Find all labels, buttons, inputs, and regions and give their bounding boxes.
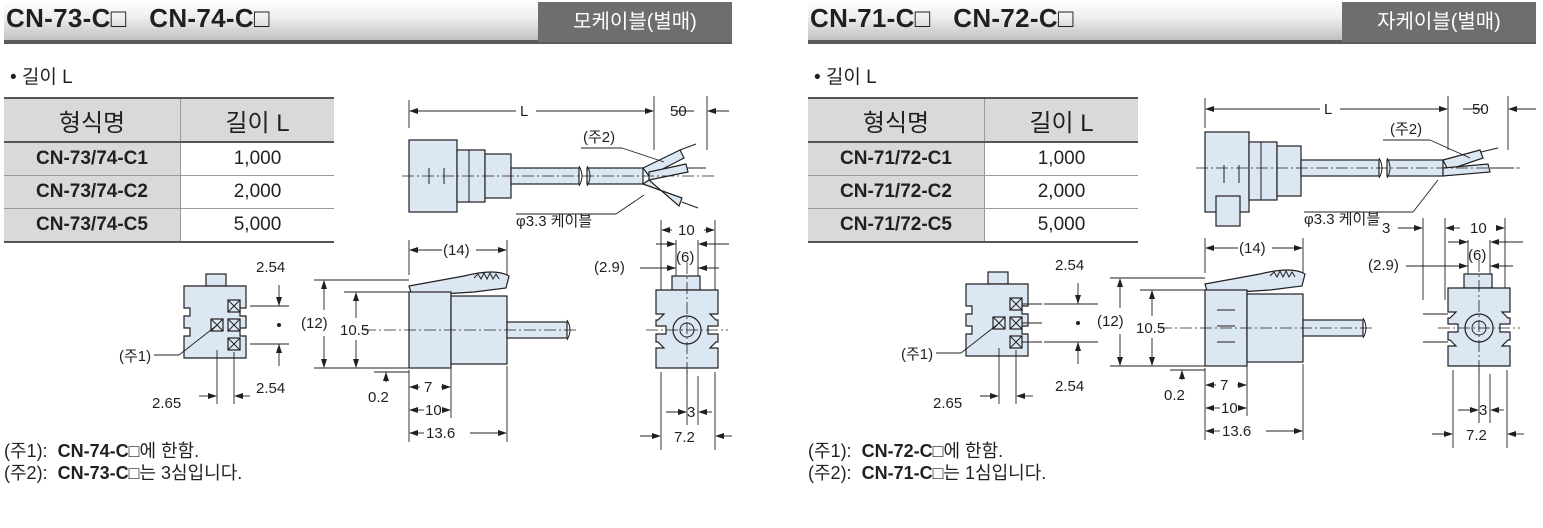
table-row: CN-73/74-C2 2,000 <box>4 175 334 209</box>
dim-label: (12) <box>1097 313 1124 330</box>
table-cell-model: CN-73/74-C2 <box>4 175 181 209</box>
note1-ref: (주1) <box>901 346 933 363</box>
dim-label: 50 <box>1472 101 1489 118</box>
table-header-length: 길이 L <box>180 97 334 143</box>
table-cell-length: 2,000 <box>180 175 334 209</box>
dim-label: 3 <box>1382 220 1390 237</box>
table-header-length: 길이 L <box>984 97 1138 143</box>
model-title: CN-73-C□ CN-74-C□ <box>6 3 270 33</box>
table-cell-model: CN-71/72-C2 <box>808 175 985 209</box>
length-label: • 길이 L <box>814 67 877 88</box>
dim-label: 10 <box>1221 400 1238 417</box>
table-cell-model: CN-73/74-C5 <box>4 208 181 243</box>
dim-label: 2.54 <box>256 259 285 276</box>
table-header-row: 형식명 길이 L <box>4 97 334 143</box>
connector-side-view <box>314 240 579 442</box>
panel-parent-cable: CN-73-C□ CN-74-C□ 모케이블(별매) • 길이 L 형식명 길이… <box>4 0 732 528</box>
dim-label: (14) <box>1239 240 1266 257</box>
dim-label: 3 <box>1479 402 1487 419</box>
table-header-row: 형식명 길이 L <box>808 97 1138 143</box>
dim-label: 7 <box>424 379 432 396</box>
table-cell-length: 5,000 <box>180 208 334 243</box>
table-cell-model: CN-71/72-C1 <box>808 142 985 176</box>
note2-ref: (주2) <box>583 129 615 146</box>
cable-label: φ3.3 케이블 <box>1304 211 1380 228</box>
footnote: (주1): CN-72-C□에 한함. <box>808 441 1004 461</box>
dim-label: L <box>1324 101 1332 118</box>
dim-label: 7 <box>1220 377 1228 394</box>
dim-label: 3 <box>687 404 695 421</box>
section-header: CN-71-C□ CN-72-C□ 자케이블(별매) <box>808 0 1536 44</box>
dim-label: 13.6 <box>1222 423 1251 440</box>
dim-label: 10.5 <box>1136 320 1165 337</box>
footnotes: (주1): CN-72-C□에 한함. (주2): CN-71-C□는 1심입니… <box>808 440 1046 484</box>
table-row: CN-71/72-C2 2,000 <box>808 175 1138 209</box>
dim-label: 7.2 <box>1466 427 1487 444</box>
connector-side-view <box>1110 238 1375 440</box>
dimension-drawing: L 50 (주2) φ3.3 케이블 2.54 2.54 2.65 (주1) (… <box>119 96 732 450</box>
dim-label: (6) <box>676 249 694 266</box>
table-cell-length: 5,000 <box>984 208 1138 243</box>
dim-label: (12) <box>301 315 328 332</box>
table-cell-length: 1,000 <box>984 142 1138 176</box>
note2-ref: (주2) <box>1390 121 1422 138</box>
table-row: CN-71/72-C5 5,000 <box>808 208 1138 243</box>
section-header: CN-73-C□ CN-74-C□ 모케이블(별매) <box>4 0 732 44</box>
dim-label: L <box>520 103 528 120</box>
table-row: CN-73/74-C5 5,000 <box>4 208 334 243</box>
connector-rear-view <box>1398 218 1524 448</box>
dim-label: (14) <box>443 242 470 259</box>
table-cell-length: 1,000 <box>180 142 334 176</box>
dim-label: 10.5 <box>340 322 369 339</box>
length-table: 형식명 길이 L CN-73/74-C1 1,000 CN-73/74-C2 2… <box>4 97 334 243</box>
dim-label: (6) <box>1468 247 1486 264</box>
dimension-drawing: L 50 (주2) φ3.3 케이블 2.54 2.54 2.65 (주1) (… <box>901 96 1536 448</box>
table-header-model: 형식명 <box>808 97 985 143</box>
footnote: (주1): CN-74-C□에 한함. <box>4 441 200 461</box>
dim-label: (2.9) <box>1368 257 1399 274</box>
connector-front-view <box>154 273 289 404</box>
dim-label: 2.54 <box>256 380 285 397</box>
dim-label: 10 <box>1470 220 1487 237</box>
length-label: • 길이 L <box>10 67 73 88</box>
dim-label: 10 <box>678 222 695 239</box>
footnote: (주2): CN-71-C□는 1심입니다. <box>808 463 1047 483</box>
dim-label: 10 <box>425 402 442 419</box>
panel-child-cable: CN-71-C□ CN-72-C□ 자케이블(별매) • 길이 L 형식명 길이… <box>808 0 1536 528</box>
note1-ref: (주1) <box>119 348 151 365</box>
footnote: (주2): CN-73-C□는 3심입니다. <box>4 463 243 483</box>
table-cell-model: CN-71/72-C5 <box>808 208 985 243</box>
table-row: CN-73/74-C1 1,000 <box>4 142 334 176</box>
dim-label: 0.2 <box>368 389 389 406</box>
cable-type-badge: 모케이블(별매) <box>538 2 732 42</box>
dim-label: 2.54 <box>1055 257 1084 274</box>
cable-side-view <box>402 96 729 215</box>
model-title: CN-71-C□ CN-72-C□ <box>810 3 1074 33</box>
table-cell-length: 2,000 <box>984 175 1138 209</box>
dim-label: 2.65 <box>152 395 181 412</box>
table-cell-model: CN-73/74-C1 <box>4 142 181 176</box>
dim-label: 7.2 <box>674 429 695 446</box>
connector-front-view <box>936 271 1098 404</box>
footnotes: (주1): CN-74-C□에 한함. (주2): CN-73-C□는 3심입니… <box>4 440 242 484</box>
dim-label: 13.6 <box>426 425 455 442</box>
cable-side-view <box>1196 96 1536 227</box>
length-table: 형식명 길이 L CN-71/72-C1 1,000 CN-71/72-C2 2… <box>808 97 1138 243</box>
dim-label: (2.9) <box>594 259 625 276</box>
dim-label: 2.65 <box>933 395 962 412</box>
table-header-model: 형식명 <box>4 97 181 143</box>
connector-rear-view <box>640 220 732 450</box>
cable-type-badge: 자케이블(별매) <box>1342 2 1536 42</box>
dim-label: 0.2 <box>1164 387 1185 404</box>
dim-label: 50 <box>670 103 687 120</box>
table-row: CN-71/72-C1 1,000 <box>808 142 1138 176</box>
dim-label: 2.54 <box>1055 378 1084 395</box>
cable-label: φ3.3 케이블 <box>516 213 592 230</box>
